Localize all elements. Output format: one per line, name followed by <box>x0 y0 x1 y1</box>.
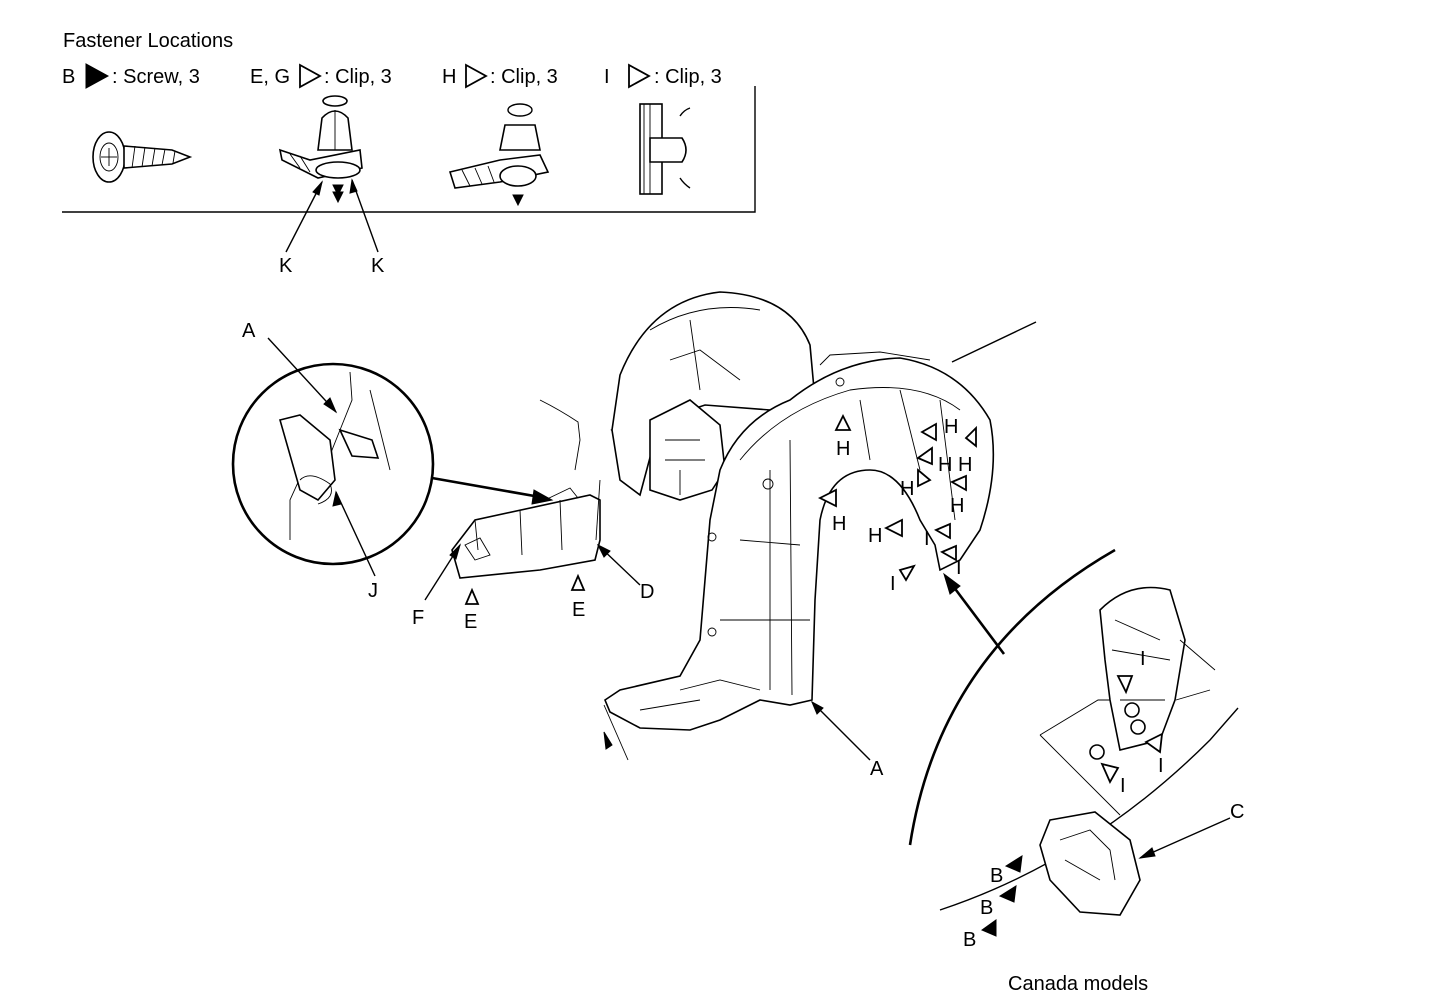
legend-code-eg: E, G <box>250 66 290 88</box>
callout-i-canada-1: I <box>1140 648 1146 670</box>
callout-h-4: H <box>938 454 952 476</box>
callout-b-1: B <box>990 865 1003 887</box>
callout-h-8: H <box>868 525 882 547</box>
callout-h-5: H <box>958 454 972 476</box>
open-triangle-icon <box>465 63 488 89</box>
callout-a-detail: A <box>242 320 256 342</box>
canada-clip-i-markers <box>1100 675 1164 784</box>
legend-item-clip-i: I : Clip, 3 <box>604 63 722 89</box>
legend-code-b: B <box>62 66 75 88</box>
legend-item-clip-eg: E, G : Clip, 3 <box>250 63 392 89</box>
callout-k-left: K <box>279 255 293 277</box>
callout-i-2: I <box>956 557 962 579</box>
legend-text-screw: : Screw, 3 <box>112 66 200 88</box>
legend-code-i: I <box>604 66 610 88</box>
callout-e-right: E <box>572 599 585 621</box>
callout-f: F <box>412 607 424 629</box>
callout-h-7: H <box>950 495 964 517</box>
callout-h-2: H <box>832 513 846 535</box>
callout-i-3: I <box>890 573 896 595</box>
diagram-title: Fastener Locations <box>63 30 233 52</box>
fender-liner-part <box>603 291 1037 761</box>
solid-triangle-icon <box>85 63 110 89</box>
leader-j <box>335 491 376 577</box>
callout-h-3: H <box>944 416 958 438</box>
callout-b-3: B <box>963 929 976 951</box>
canada-detail <box>908 548 1239 916</box>
callout-i-canada-3: I <box>1120 775 1126 797</box>
leader-a-main <box>811 701 871 761</box>
legend-text-clip-h: : Clip, 3 <box>490 66 558 88</box>
canada-screw-b-markers <box>980 855 1023 937</box>
leader-a-detail <box>267 337 337 413</box>
splash-shield-part <box>451 399 601 579</box>
callout-h-6: H <box>900 478 914 500</box>
clip-e-marker <box>464 587 480 605</box>
callout-d: D <box>640 581 654 603</box>
caption-canada-models: Canada models <box>1008 973 1148 995</box>
clip-h-markers <box>817 413 977 538</box>
legend-item-clip-h: H : Clip, 3 <box>442 63 558 89</box>
open-triangle-icon <box>628 63 651 89</box>
clip-e-marker <box>570 573 586 591</box>
callout-i-1: I <box>924 528 930 550</box>
callout-e-left: E <box>464 611 477 633</box>
legend-text-clip-i: : Clip, 3 <box>654 66 722 88</box>
legend-code-h: H <box>442 66 456 88</box>
callout-j: J <box>368 580 378 602</box>
callout-h-1: H <box>836 438 850 460</box>
zoom-arrow-left <box>431 476 541 499</box>
callout-a-main: A <box>870 758 884 780</box>
push-clip-illustration <box>278 95 379 253</box>
callout-i-canada-2: I <box>1158 755 1164 777</box>
callout-k-right: K <box>371 255 385 277</box>
legend-frame <box>62 86 756 213</box>
clip-h-illustration <box>448 103 550 207</box>
legend-text-clip-eg: : Clip, 3 <box>324 66 392 88</box>
screw-illustration <box>92 131 193 183</box>
clip-i-illustration <box>639 103 691 195</box>
callout-b-2: B <box>980 897 993 919</box>
detail-zoom-circle <box>231 362 435 566</box>
open-triangle-icon <box>299 63 322 89</box>
zoom-arrow-right <box>948 581 1006 655</box>
legend-item-screw: B : Screw, 3 <box>62 63 200 89</box>
callout-c: C <box>1230 801 1244 823</box>
clip-i-markers <box>898 522 957 582</box>
